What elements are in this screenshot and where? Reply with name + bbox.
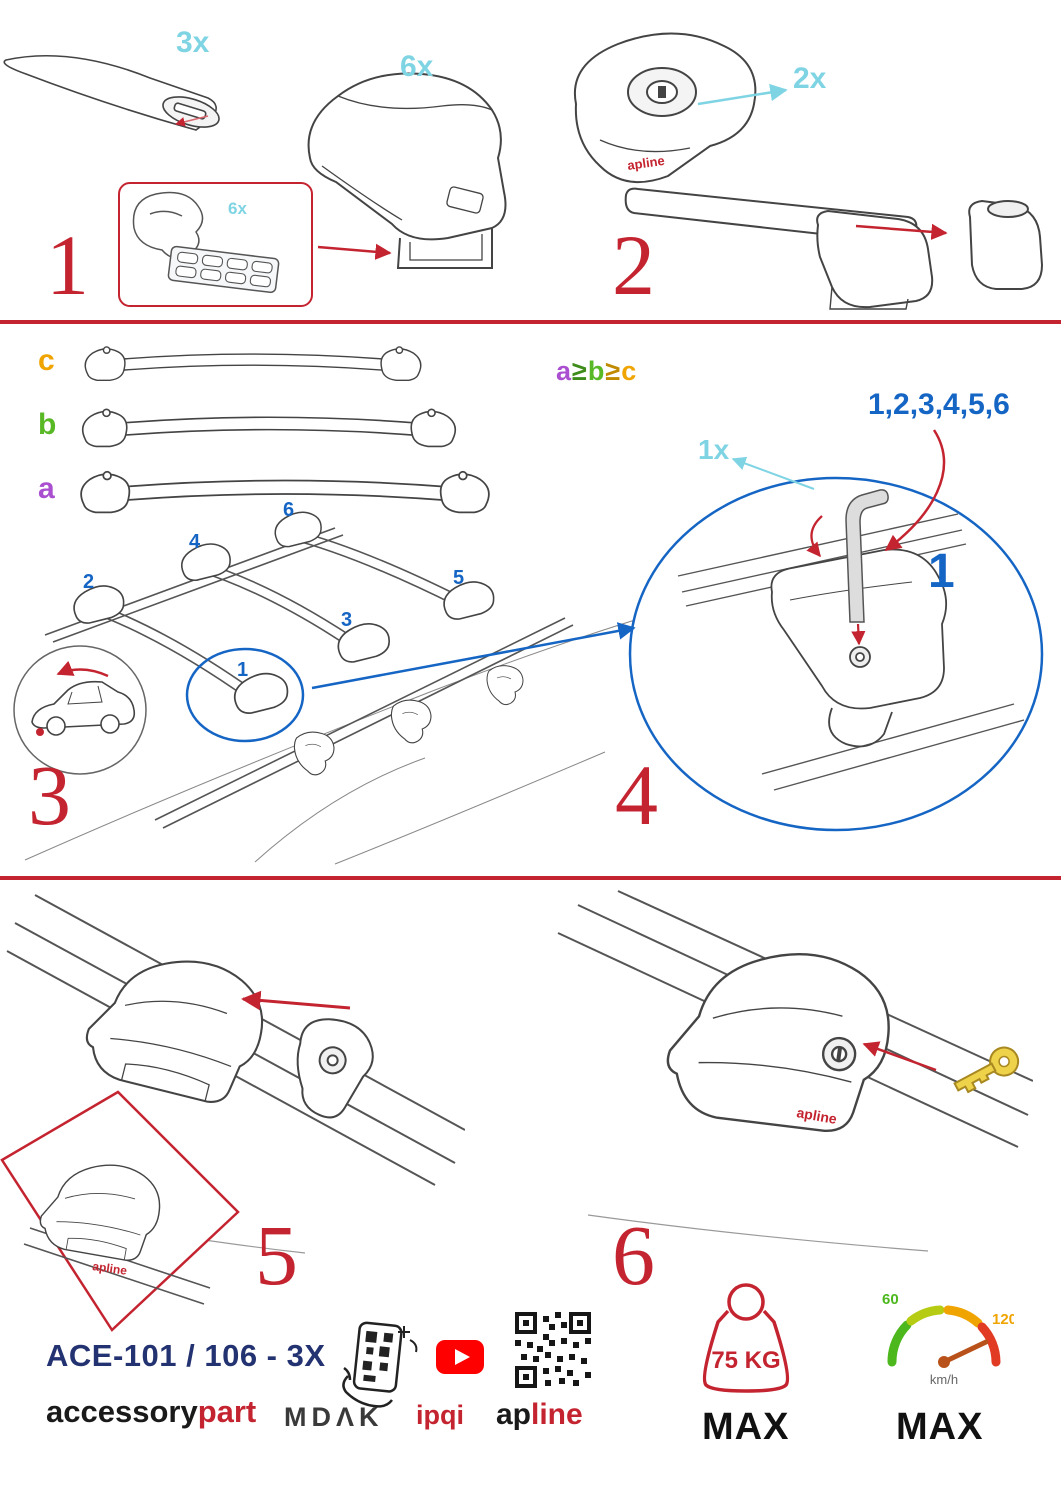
weight-max-label: MAX [702, 1406, 790, 1448]
rubber-pad-detail: 6x [132, 191, 280, 294]
foot-body [816, 209, 934, 309]
size-label-b: b [38, 408, 57, 441]
torque-detail-illustration [628, 476, 1044, 832]
inset-brand-label: apline [92, 1259, 129, 1278]
step-6-number: 6 [612, 1207, 655, 1303]
section-divider-1 [0, 320, 1061, 324]
foot-assembly-illustration [307, 72, 507, 269]
speed-low-label: 60 [882, 1291, 899, 1308]
position-label-4: 4 [189, 531, 201, 553]
brand-red: part [197, 1394, 257, 1429]
max-weight-icon: 75 KG [702, 1283, 790, 1393]
size-label-a: a [38, 472, 55, 505]
order-a: a [556, 356, 572, 386]
foot-brand-label: apline [626, 153, 665, 173]
step-2-number: 2 [612, 217, 655, 313]
step-4-number: 4 [615, 747, 658, 843]
foot-brand-label: apline [795, 1104, 838, 1127]
bar-endcap-assembly-illustration [624, 187, 1044, 310]
speedometer-icon: 60 120 km/h [882, 1291, 1014, 1387]
step-1-number: 1 [46, 217, 89, 313]
keyhole [836, 1047, 842, 1061]
position-label-1: 1 [237, 659, 248, 681]
keyhole [658, 86, 666, 98]
lock-cylinder-piece [296, 1018, 374, 1119]
lock-quantity-label: 2x [793, 62, 827, 95]
qr-code [515, 1312, 591, 1388]
order-b: b [587, 356, 605, 386]
key [953, 1046, 1020, 1094]
apline-logo: apline [496, 1398, 583, 1432]
foot-logo-patch [446, 186, 484, 214]
foot-locking-illustration: apline [557, 890, 1033, 1252]
position-1-highlight [185, 647, 305, 743]
size-label-c: c [38, 344, 55, 377]
rubber-pad-inset: 6x [118, 182, 313, 307]
rotation-arrow [806, 515, 823, 558]
pad-quantity-label: 6x [228, 199, 247, 218]
crossbar-b-illustration [81, 408, 457, 448]
youtube-icon [436, 1340, 484, 1374]
step-5-number: 5 [255, 1207, 298, 1303]
position-label-2: 2 [83, 571, 94, 593]
direction-arrow [56, 660, 109, 678]
apline-black: ap [496, 1398, 532, 1431]
foot-quantity-label: 6x [400, 50, 434, 83]
brand-black: accessory [46, 1394, 198, 1429]
tightening-sequence-label: 1,2,3,4,5,6 [868, 388, 1010, 421]
speed-unit-label: km/h [930, 1372, 958, 1387]
mdak-logo: MDΛK [284, 1402, 384, 1432]
locked-foot-inset: apline [0, 1090, 240, 1332]
car-direction-inset [13, 645, 147, 775]
weight-value: 75 KG [711, 1347, 780, 1374]
order-ge-2: ≥ [605, 356, 621, 386]
scan-phone-icon [342, 1321, 418, 1408]
position-label-3: 3 [341, 609, 352, 631]
apline-red: line [531, 1398, 583, 1431]
crossbar-c-illustration [84, 346, 422, 382]
needle [941, 1339, 989, 1365]
foot-lock-illustration: apline [573, 32, 757, 183]
ipqi-logo: ipqi [416, 1400, 464, 1430]
speed-high-label: 120 [992, 1311, 1014, 1328]
foot-attachment-illustration [6, 894, 465, 1254]
end-cap [968, 199, 1044, 290]
bar-quantity-label: 3x [176, 26, 210, 59]
section-divider-2 [0, 876, 1061, 880]
size-order-rule: a ≥ b ≥ c [556, 358, 636, 385]
first-step-label: 1 [928, 545, 955, 598]
accessorypart-logo: accessorypart [46, 1394, 256, 1430]
insert-arrow [851, 623, 866, 646]
position-label-5: 5 [453, 567, 464, 589]
speed-max-label: MAX [896, 1406, 984, 1448]
tool-quantity-label: 1x [698, 434, 730, 465]
crossbar-a-illustration [80, 470, 490, 514]
order-ge-1: ≥ [572, 356, 587, 386]
order-c: c [621, 356, 637, 386]
step-3-number: 3 [28, 747, 71, 843]
position-label-6: 6 [283, 499, 294, 521]
car-silhouette [31, 680, 136, 736]
foot-body [666, 952, 890, 1132]
product-model: ACE-101 / 106 - 3X [46, 1338, 326, 1373]
